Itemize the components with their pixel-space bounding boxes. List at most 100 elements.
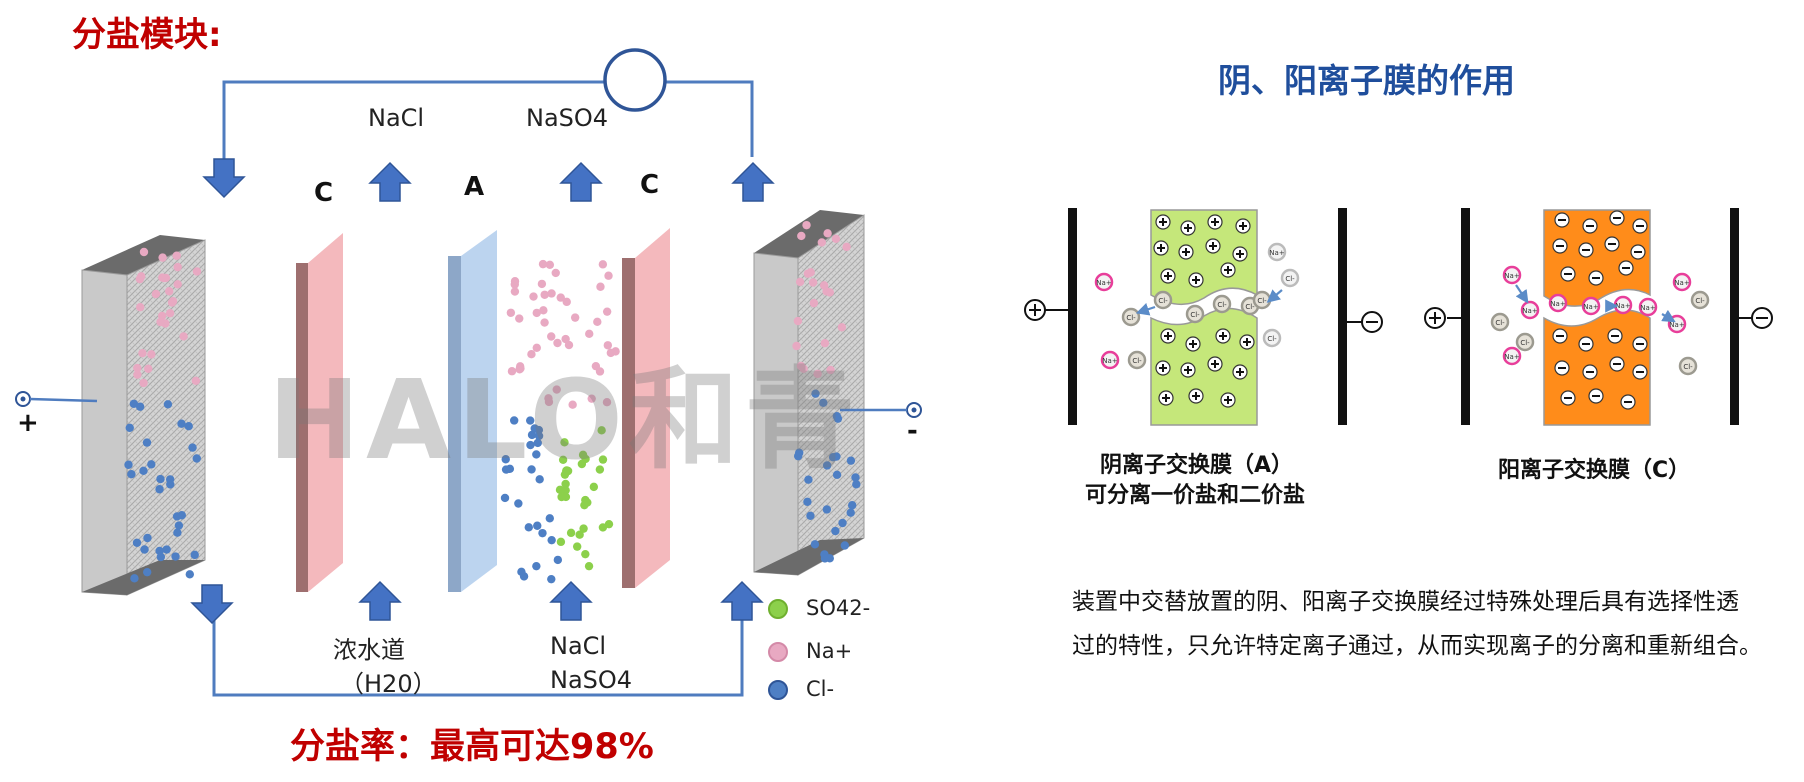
cl-ion-particle xyxy=(509,416,519,425)
legend-so4-label: SO42- xyxy=(806,596,871,620)
na-ion-particle xyxy=(137,272,146,281)
cl-ion-particle xyxy=(831,526,840,536)
cl-ion-particle xyxy=(527,465,536,474)
cl-ion-particle xyxy=(838,518,847,528)
na-ion-particle xyxy=(173,280,182,289)
na-ion-particle xyxy=(802,220,811,230)
svg-text:Cl-: Cl- xyxy=(1132,357,1142,365)
so4-ion-particle xyxy=(555,485,565,495)
cl-ion-particle xyxy=(188,443,197,452)
cl-ion-particle xyxy=(143,533,152,543)
na-ion-particle xyxy=(158,253,167,262)
positive-charge-icon xyxy=(1185,336,1201,352)
cl-ion-icon: Cl- xyxy=(1252,290,1272,310)
description-line-2: 过的特性，只允许特定离子通过，从而实现离子的分离和重新组合。 xyxy=(1072,633,1762,659)
flow-arrow-icon xyxy=(1135,302,1156,316)
na-ion-particle xyxy=(527,349,536,359)
legend-cl-label: Cl- xyxy=(806,677,835,701)
na-ion-icon: Na+ xyxy=(1638,297,1658,317)
arrow-up-right-top xyxy=(732,162,774,202)
na-ion-particle xyxy=(603,341,613,350)
na-ion-particle xyxy=(547,332,556,341)
na-ion-icon: Na+ xyxy=(1267,242,1287,262)
na-ion-icon: Na+ xyxy=(1581,296,1601,316)
na-ion-particle xyxy=(532,308,541,318)
so4-ion-particle xyxy=(580,500,589,510)
svg-text:Cl-: Cl- xyxy=(1520,339,1530,347)
svg-text:Na+: Na+ xyxy=(1504,272,1520,280)
negative-charge-icon xyxy=(1620,394,1636,410)
cl-ion-particle xyxy=(804,475,813,484)
cl-ion-particle xyxy=(135,402,145,411)
so4-ion-particle xyxy=(579,524,588,533)
svg-text:Na+: Na+ xyxy=(1269,249,1285,257)
negative-charge-icon xyxy=(1588,388,1604,404)
na-ion-particle xyxy=(585,329,594,339)
na-ion-particle xyxy=(168,297,178,306)
svg-text:Na+: Na+ xyxy=(1640,304,1656,312)
na-ion-particle xyxy=(799,364,808,374)
cl-ion-particle xyxy=(811,389,820,398)
na-ion-particle xyxy=(808,278,818,287)
cl-ion-particle xyxy=(500,493,510,503)
na-ion-particle xyxy=(826,365,835,375)
na-ion-particle xyxy=(159,273,169,283)
cl-ion-particle xyxy=(162,545,171,554)
cl-ion-particle xyxy=(156,474,165,484)
anion-membrane-caption-sub: 可分离一价盐和二价盐 xyxy=(1085,483,1306,508)
positive-charge-icon xyxy=(1180,220,1196,236)
legend-so4-marker xyxy=(768,599,788,619)
negative-charge-icon xyxy=(1554,212,1570,228)
na-ion-particle xyxy=(604,271,613,280)
cl-ion-particle xyxy=(177,511,187,520)
positive-charge-icon xyxy=(1178,244,1194,260)
cl-ion-particle xyxy=(532,450,541,459)
cl-ion-particle xyxy=(833,414,843,423)
na-ion-particle xyxy=(795,277,805,287)
svg-text:Cl-: Cl- xyxy=(1217,301,1227,309)
concentrate-channel-sub: （H20） xyxy=(340,670,437,698)
svg-text:Cl-: Cl- xyxy=(1158,297,1168,305)
na-ion-particle xyxy=(793,316,803,326)
right-title: 阴、阳离子膜的作用 xyxy=(1218,61,1515,100)
feed-nacl: NaCl xyxy=(550,632,607,660)
na-ion-particle xyxy=(507,367,517,376)
na-ion-particle xyxy=(538,259,548,269)
power-source-icon xyxy=(603,48,667,112)
cl-ion-particle xyxy=(190,550,199,560)
na-ion-particle xyxy=(842,242,851,252)
na-ion-icon: Na+ xyxy=(1613,295,1633,315)
na-ion-particle xyxy=(598,260,608,269)
legend-cl-marker xyxy=(768,680,788,700)
svg-text:Cl-: Cl- xyxy=(1683,363,1693,371)
na-ion-particle xyxy=(540,290,549,299)
na-ion-particle xyxy=(529,292,538,301)
membrane-label-c-right: C xyxy=(640,170,660,200)
circuit-wire xyxy=(212,80,754,697)
svg-text:Cl-: Cl- xyxy=(1495,319,1505,327)
na-ion-particle xyxy=(797,231,806,241)
cl-ion-particle xyxy=(851,473,860,482)
flow-arrow-icon xyxy=(1661,309,1676,323)
na-ion-icon: Na+ xyxy=(1672,272,1692,292)
product-naso4: NaSO4 xyxy=(526,104,609,132)
svg-text:Na+: Na+ xyxy=(1615,302,1631,310)
arrow-down-left-bottom xyxy=(191,584,233,624)
cl-ion-particle xyxy=(793,451,803,461)
svg-text:Na+: Na+ xyxy=(1096,279,1112,287)
cl-ion-particle xyxy=(184,422,193,431)
cl-ion-particle xyxy=(166,480,175,489)
na-ion-particle xyxy=(611,347,620,356)
negative-charge-icon xyxy=(1552,328,1568,344)
negative-charge-icon xyxy=(1609,210,1625,226)
svg-text:Na+: Na+ xyxy=(1583,303,1599,311)
cl-ion-particle xyxy=(514,499,523,508)
cl-ion-particle xyxy=(125,423,134,433)
svg-text:Na+: Na+ xyxy=(1102,357,1118,365)
membrane-label-c-left: C xyxy=(314,178,334,208)
cl-ion-particle xyxy=(822,505,832,514)
na-ion-icon: Na+ xyxy=(1502,346,1522,366)
cl-ion-particle xyxy=(547,574,556,584)
arrow-up-nacl xyxy=(369,162,411,202)
cl-ion-icon: Cl- xyxy=(1121,307,1141,327)
